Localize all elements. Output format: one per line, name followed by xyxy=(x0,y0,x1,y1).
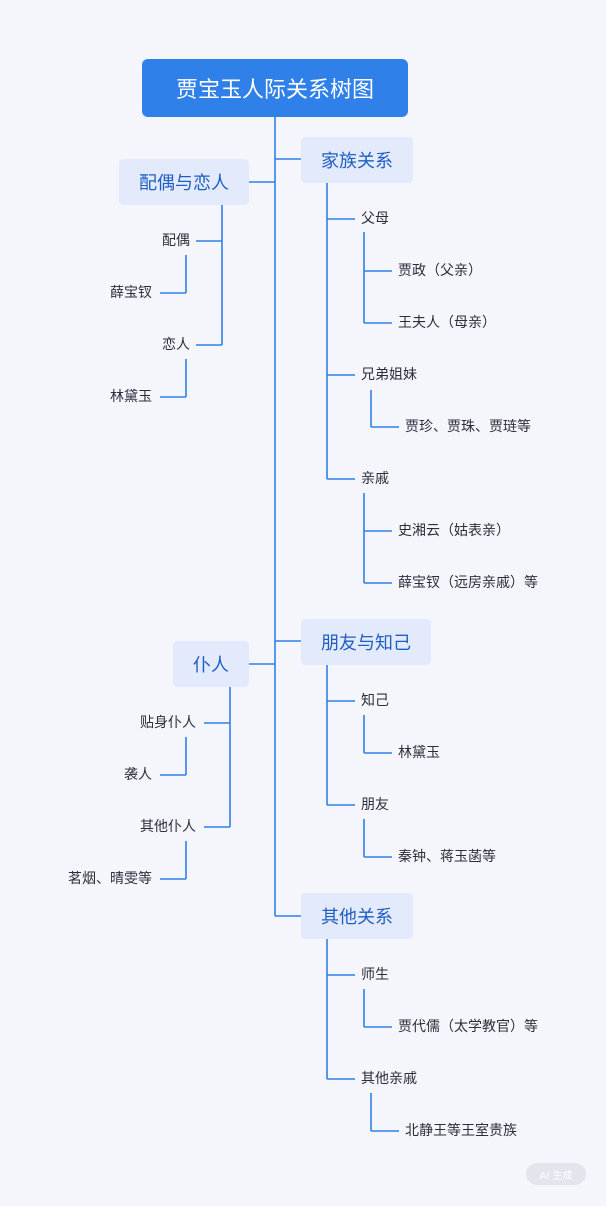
label-teacher-name: 贾代儒（太学教官）等 xyxy=(398,1019,538,1035)
label-spouse: 配偶 xyxy=(162,233,190,249)
category-spouse-lover: 配偶与恋人 xyxy=(119,159,249,205)
label-friend: 朋友 xyxy=(361,797,389,813)
label-spouse-name: 薛宝钗 xyxy=(110,285,152,301)
category-servants: 仆人 xyxy=(173,641,249,687)
label-personal-servant: 贴身仆人 xyxy=(140,715,196,731)
label-lover-name: 林黛玉 xyxy=(110,389,152,405)
label-relatives: 亲戚 xyxy=(361,471,389,487)
label-personal-servant-name: 袭人 xyxy=(124,767,152,783)
label-other-servants-names: 茗烟、晴雯等 xyxy=(68,871,152,887)
root-title-node: 贾宝玉人际关系树图 xyxy=(142,59,408,117)
label-siblings-names: 贾珍、贾珠、贾琏等 xyxy=(405,419,531,435)
ai-generated-badge: AI 生成 xyxy=(526,1163,586,1185)
label-other-relatives: 其他亲戚 xyxy=(361,1071,417,1087)
label-confidant-name: 林黛玉 xyxy=(398,745,440,761)
label-other-servants: 其他仆人 xyxy=(140,819,196,835)
label-lover: 恋人 xyxy=(162,337,190,353)
label-father: 贾政（父亲） xyxy=(398,263,482,279)
label-parents: 父母 xyxy=(361,211,389,227)
label-siblings: 兄弟姐妹 xyxy=(361,367,417,383)
label-friend-names: 秦钟、蒋玉菡等 xyxy=(398,849,496,865)
label-mother: 王夫人（母亲） xyxy=(398,315,496,331)
category-family: 家族关系 xyxy=(301,137,413,183)
label-relative-2: 薛宝钗（远房亲戚）等 xyxy=(398,575,538,591)
category-other: 其他关系 xyxy=(301,893,413,939)
label-relative-1: 史湘云（姑表亲） xyxy=(398,523,510,539)
label-other-relatives-names: 北静王等王室贵族 xyxy=(405,1123,517,1139)
label-teacher: 师生 xyxy=(361,967,389,983)
label-confidant: 知己 xyxy=(361,693,389,709)
category-friends: 朋友与知己 xyxy=(301,619,431,665)
